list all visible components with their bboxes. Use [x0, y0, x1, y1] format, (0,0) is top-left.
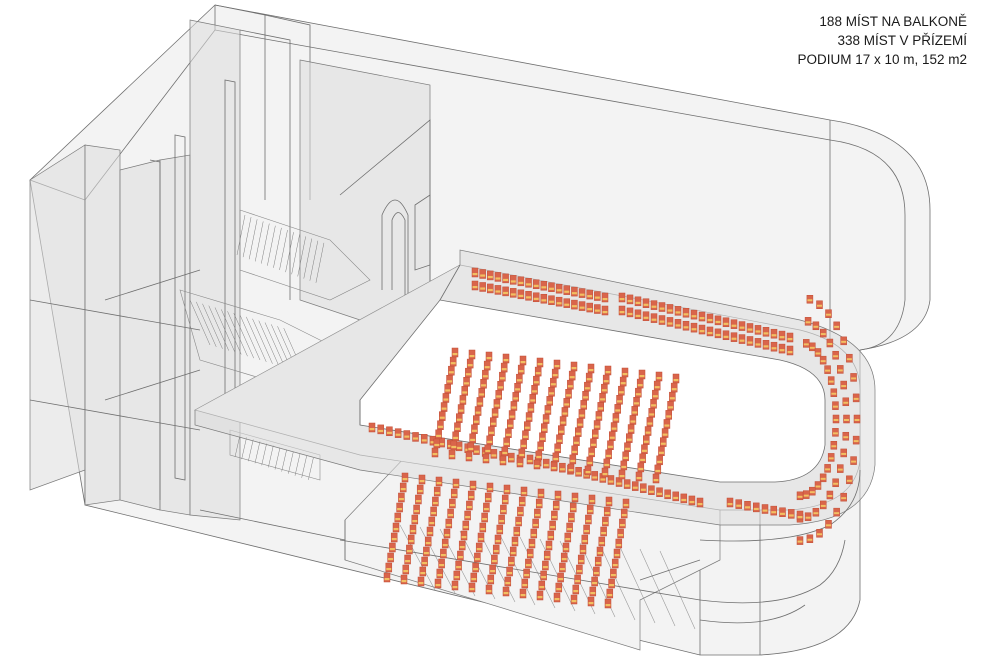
- parterre-lower-row: [485, 484, 511, 595]
- caption-stage-size: PODIUM 17 x 10 m, 152 m2: [797, 52, 967, 67]
- balcony-row-back-left-2: [471, 280, 609, 316]
- caption-ground-seats: 338 MÍST V PŘÍZEMÍ: [837, 33, 967, 48]
- parterre-lower-row: [417, 476, 443, 587]
- parterre-upper-row: [567, 363, 595, 474]
- parterre-lower-row: [604, 498, 630, 609]
- caption-balcony-seats: 188 MÍST NA BALKONĚ: [819, 14, 967, 29]
- parterre-upper-row: [533, 359, 561, 470]
- parterre-upper-row: [516, 357, 544, 468]
- parterre-lower-row: [570, 494, 596, 605]
- parterre-upper-row: [601, 367, 629, 478]
- parterre-upper-row: [652, 373, 680, 484]
- balcony-curve-row: [796, 317, 850, 523]
- parterre-upper-row: [618, 369, 646, 480]
- capacity-caption: 188 MÍST NA BALKONĚ 338 MÍST V PŘÍZEMÍ P…: [797, 12, 967, 69]
- parterre-upper-row: [499, 355, 527, 466]
- balcony-row-front-end: [726, 497, 804, 521]
- parterre-upper-row: [482, 353, 510, 464]
- parterre-lower-row: [536, 490, 562, 601]
- parterre-lower-row: [400, 474, 426, 585]
- parterre-lower-row: [451, 480, 477, 591]
- balcony-row-back-left: [471, 267, 609, 303]
- parterre-upper-row: [465, 351, 493, 462]
- parterre-lower-row: [587, 496, 613, 607]
- parterre-upper-row: [448, 349, 476, 460]
- seating: [368, 267, 861, 609]
- curved-lower-shell: [199, 469, 861, 624]
- balcony-curve-row: [796, 339, 840, 501]
- balcony-row-back-right: [618, 292, 794, 343]
- balcony-row-back-right-2: [618, 305, 794, 356]
- parterre-lower-row: [383, 472, 409, 583]
- parterre-upper-row: [431, 347, 459, 458]
- parterre-lower-row: [553, 492, 579, 603]
- parterre-upper-row: [550, 361, 578, 472]
- balcony-curve-row: [796, 294, 861, 545]
- parterre-lower-row: [434, 478, 460, 589]
- parterre-upper-row: [584, 365, 612, 476]
- parterre-lower-row: [468, 482, 494, 593]
- parterre-lower-row: [502, 486, 528, 597]
- parterre-upper-row: [635, 371, 663, 482]
- parterre-lower-row: [519, 488, 545, 599]
